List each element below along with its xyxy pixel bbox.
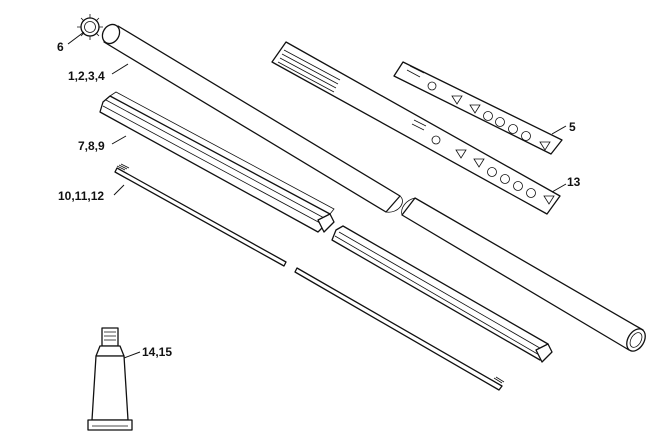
callout-label-b: 13 — [567, 175, 581, 189]
callout-ring: 6 — [57, 40, 64, 54]
warning-label-part — [393, 61, 563, 155]
shaft-guide-part — [99, 91, 553, 363]
callout-label-a: 5 — [569, 120, 576, 134]
drive-shaft-part — [114, 163, 505, 391]
leader-line-tube — [111, 63, 129, 75]
callout-tube: 1,2,3,4 — [68, 69, 105, 83]
leader-line-guide — [111, 135, 127, 145]
callout-shaft: 10,11,12 — [58, 189, 104, 203]
grease-tube-part — [87, 327, 133, 431]
callout-guide: 7,8,9 — [78, 139, 105, 153]
instruction-label-part — [271, 41, 561, 215]
drive-tube-part — [101, 23, 646, 352]
leader-line-ring — [67, 31, 85, 45]
leader-line-label-a — [551, 125, 567, 135]
retaining-ring-part — [77, 14, 103, 40]
callout-grease: 14,15 — [142, 345, 172, 359]
leader-line-shaft — [113, 184, 125, 196]
leader-line-label-b — [551, 183, 567, 193]
leader-line-grease — [123, 351, 141, 359]
